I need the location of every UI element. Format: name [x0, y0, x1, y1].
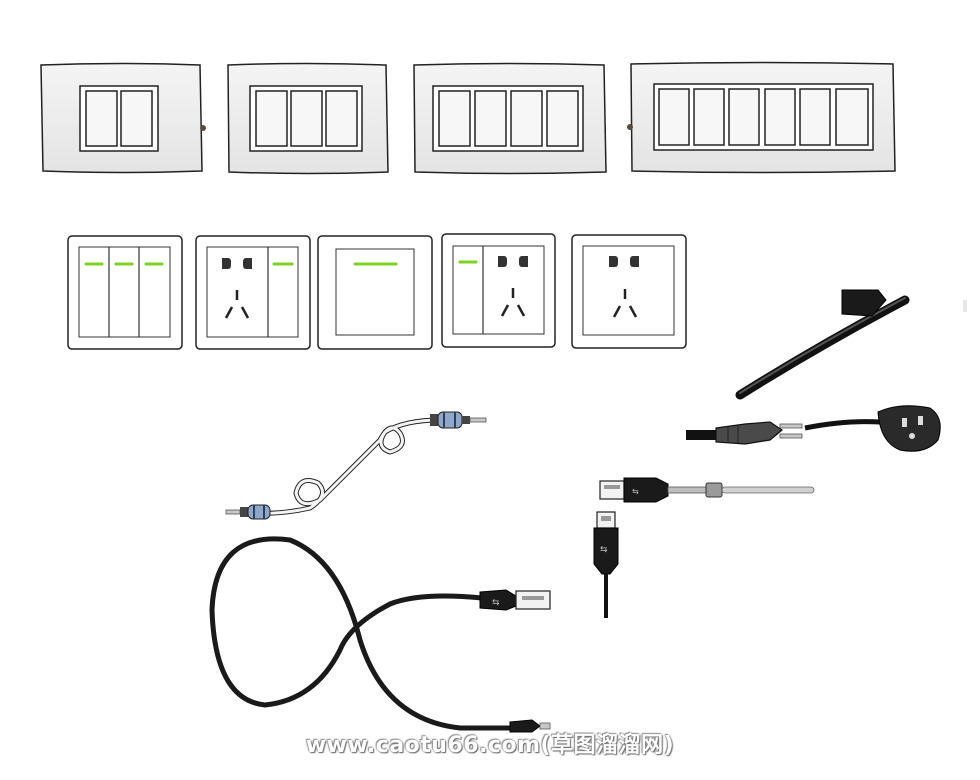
triple-switch-panel [67, 235, 183, 350]
frame-2-gang [40, 62, 206, 174]
socket-with-switch-panel [195, 235, 311, 350]
frame-6-gang [627, 61, 896, 174]
single-switch-panel [317, 235, 433, 350]
svg-text:⇆: ⇆ [600, 545, 608, 555]
svg-text:⇆: ⇆ [632, 487, 639, 496]
black-cable-fragment [735, 289, 910, 400]
usb-cable-vertical: ⇆ [593, 511, 619, 618]
usb-cable-straight: ⇆ [599, 477, 815, 503]
usb-to-micro-usb-cable: ⇆ [209, 536, 551, 733]
svg-text:⇆: ⇆ [492, 598, 500, 608]
frame-3-gang [227, 62, 389, 175]
switch-with-socket-panel [441, 233, 556, 348]
audio-aux-cable [225, 411, 487, 520]
watermark-text: www.caotu66.com(草图溜溜网) [305, 733, 675, 758]
power-plug-cable [686, 405, 941, 452]
five-pin-socket-panel [571, 234, 687, 349]
frame-4-gang [413, 62, 607, 175]
edge-mark [963, 300, 967, 312]
